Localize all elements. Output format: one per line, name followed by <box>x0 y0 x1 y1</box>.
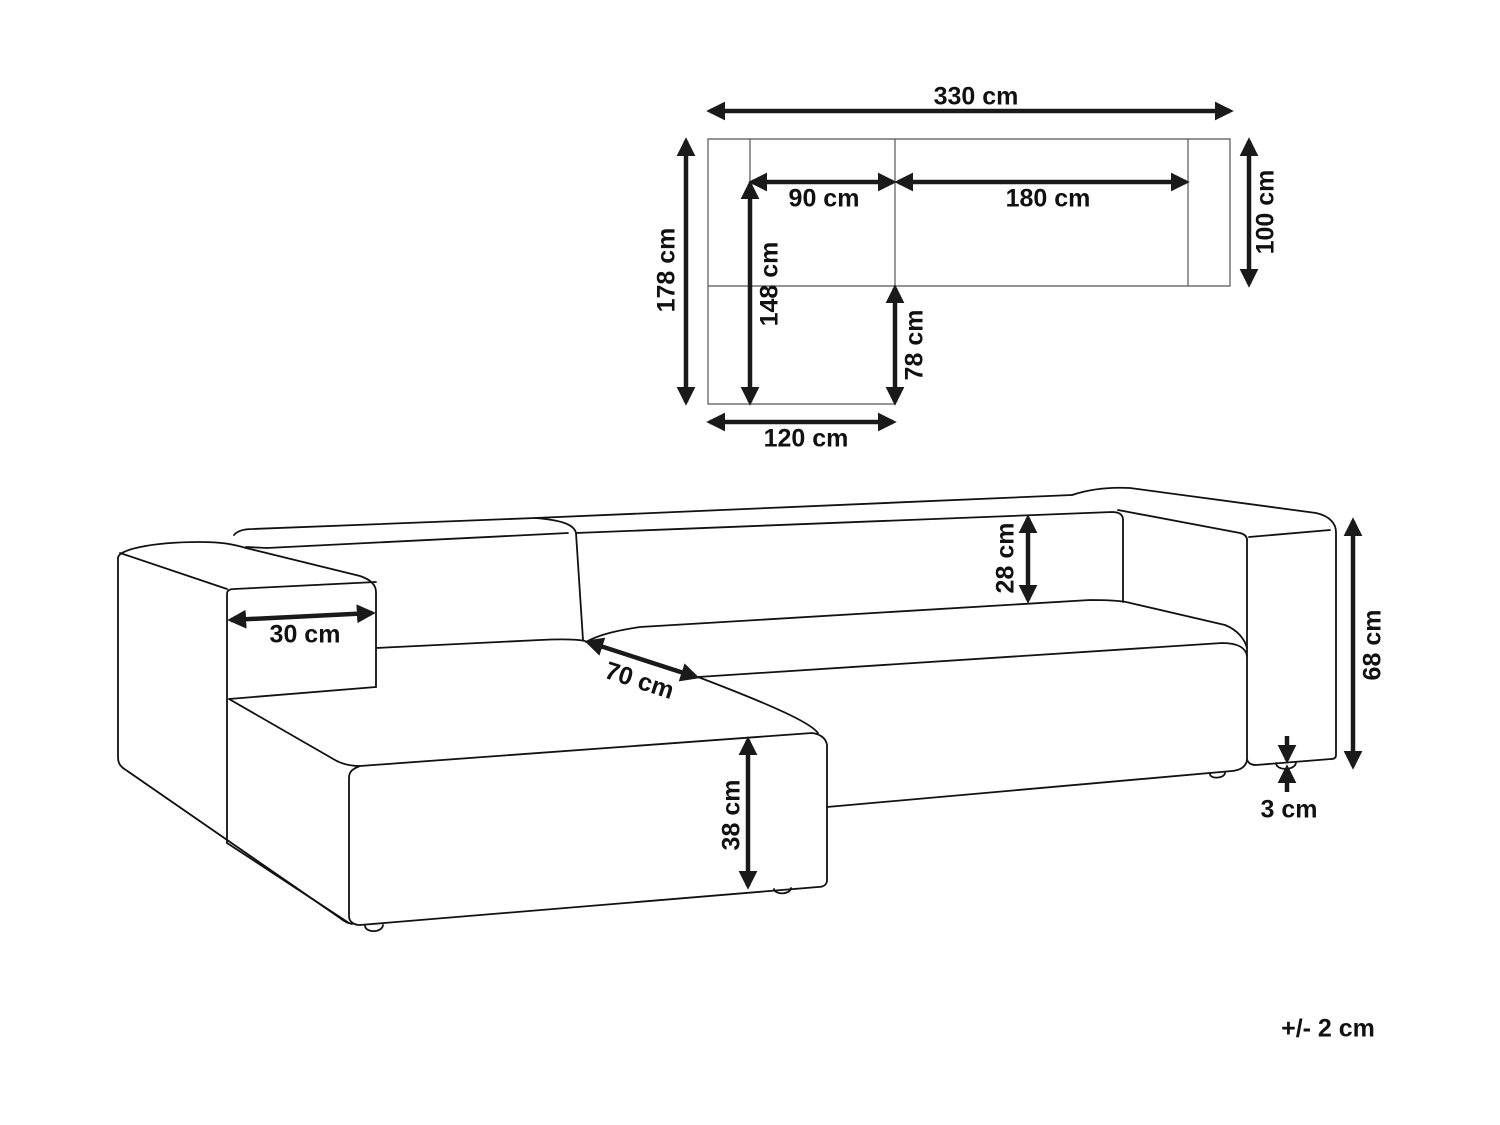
backrest-front-top <box>575 511 1124 603</box>
label-overall-depth: 178 cm <box>653 228 681 313</box>
right-arm-back-edge <box>1117 509 1248 541</box>
label-backrest-height: 28 cm <box>992 523 1020 594</box>
right-arm-top <box>1071 486 1337 766</box>
label-total-height: 68 cm <box>1359 610 1387 681</box>
label-right-section-depth: 100 cm <box>1252 170 1280 255</box>
dim-arrow-30 <box>227 604 376 629</box>
dim-arrow-70 <box>584 637 700 682</box>
label-right-section-width: 180 cm <box>1006 185 1091 213</box>
label-seat-depth: 70 cm <box>601 656 677 705</box>
right-arm-face-top <box>1248 529 1331 538</box>
main-seat-back-line <box>585 599 1248 649</box>
back-top-outer <box>233 494 1073 536</box>
plan-outline <box>707 138 1231 405</box>
plan-view: 330 cm 90 cm 180 cm 100 cm 178 cm 148 cm… <box>653 83 1280 453</box>
foot <box>773 887 792 895</box>
left-arm-outline <box>117 541 377 769</box>
main-seat-front-bottom <box>826 759 1248 808</box>
label-chaise-seat-depth: 148 cm <box>756 242 784 327</box>
arm-face-bottom <box>226 842 350 924</box>
sofa-drawing: 30 cm 70 cm 38 cm 28 cm 68 cm 3 cm <box>117 486 1387 933</box>
label-left-section-width: 90 cm <box>789 185 860 213</box>
label-chaise-width: 120 cm <box>764 425 849 453</box>
label-armrest-width: 30 cm <box>270 621 341 649</box>
label-chaise-extension: 78 cm <box>901 310 929 381</box>
main-seat-front-top <box>697 642 1248 678</box>
back-joint <box>534 517 584 641</box>
foot <box>364 924 384 933</box>
label-seat-height: 38 cm <box>718 780 746 851</box>
tolerance-note: +/- 2 cm <box>1281 1015 1375 1043</box>
label-overall-width: 330 cm <box>934 83 1019 111</box>
label-leg-height: 3 cm <box>1261 796 1318 824</box>
left-arm-face <box>226 581 377 844</box>
back-left-front-top <box>245 532 569 549</box>
left-arm-top-edge <box>119 552 228 590</box>
back-seat-line-left <box>375 638 586 649</box>
left-bottom-edge <box>122 767 353 925</box>
chaise-top <box>228 676 828 926</box>
foot <box>1209 772 1226 779</box>
